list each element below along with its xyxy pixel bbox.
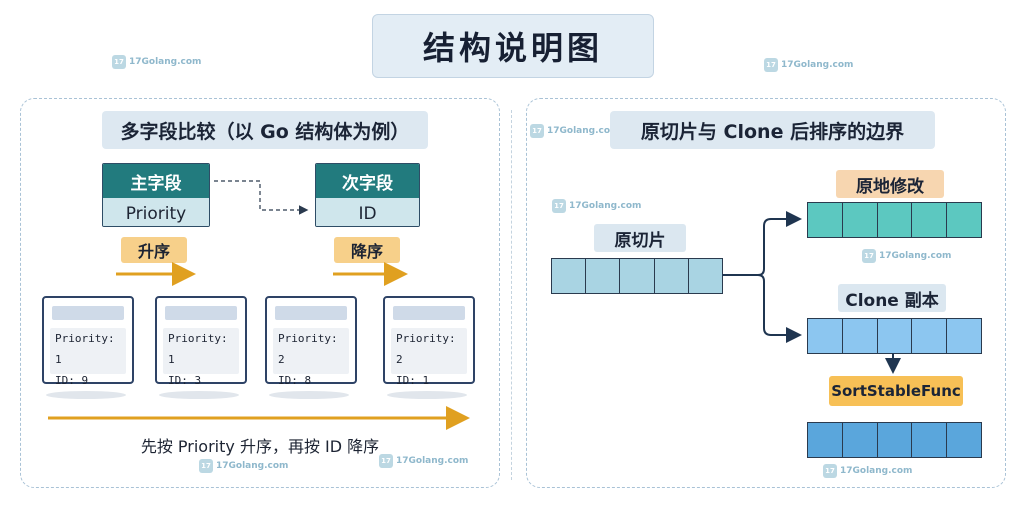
struct-card: Priority: 2 ID: 8 [265, 296, 357, 387]
card-shadow [159, 391, 239, 399]
card-header-bar [393, 306, 465, 320]
slice-cell [808, 319, 843, 353]
left-panel [20, 98, 500, 488]
card-id: ID: 3 [168, 374, 202, 387]
slice-cell [843, 319, 878, 353]
field-link-arrow [214, 180, 309, 215]
card-shadow [387, 391, 467, 399]
slice-cell [808, 423, 843, 457]
slice-cell [808, 203, 843, 237]
card-id: ID: 9 [55, 374, 89, 387]
struct-card: Priority: 1 ID: 3 [155, 296, 247, 387]
card-header-bar [165, 306, 237, 320]
primary-order-tag: 升序 [121, 237, 187, 263]
card-priority: Priority: 2 [278, 332, 338, 366]
secondary-order-tag: 降序 [334, 237, 400, 263]
slice-cell [912, 423, 948, 457]
slice-cell [843, 423, 878, 457]
card-info: Priority: 2 ID: 1 [391, 328, 467, 387]
panel-divider [511, 110, 512, 480]
watermark-logo-icon: 17 [530, 124, 544, 138]
slice-cell [878, 203, 913, 237]
slice-cell [878, 319, 913, 353]
card-priority: Priority: 2 [396, 332, 456, 366]
secondary-field-box: 次字段 ID [315, 163, 420, 227]
watermark-logo-icon: 17 [764, 58, 778, 72]
secondary-field-value: ID [316, 198, 419, 226]
slice-cell [552, 259, 587, 293]
watermark-logo-icon: 17 [823, 464, 837, 478]
card-shadow [269, 391, 349, 399]
card-header-bar [52, 306, 124, 320]
right-section-title: 原切片与 Clone 后排序的边界 [610, 111, 935, 149]
primary-field-label: 主字段 [103, 164, 209, 198]
card-info: Priority: 1 ID: 3 [163, 328, 239, 387]
card-header-bar [275, 306, 347, 320]
slice-cell [912, 203, 948, 237]
primary-field-value: Priority [103, 198, 209, 226]
sort-caption: 先按 Priority 升序，再按 ID 降序 [140, 437, 380, 456]
slice-cell [620, 259, 655, 293]
primary-field-box: 主字段 Priority [102, 163, 210, 227]
card-info: Priority: 2 ID: 8 [273, 328, 349, 387]
slice-cell [878, 423, 913, 457]
left-section-title: 多字段比较（以 Go 结构体为例） [102, 111, 428, 149]
secondary-field-label: 次字段 [316, 164, 419, 198]
clone-array [807, 318, 982, 354]
sort-func-label: SortStableFunc [829, 376, 963, 406]
struct-card: Priority: 2 ID: 1 [383, 296, 475, 387]
clone-label: Clone 副本 [838, 284, 946, 312]
watermark-logo-icon: 17 [112, 55, 126, 69]
watermark-logo-icon: 17 [199, 459, 213, 473]
inplace-label: 原地修改 [836, 170, 944, 198]
card-info: Priority: 1 ID: 9 [50, 328, 126, 387]
branch-clone-arrow [757, 274, 802, 343]
card-id: ID: 1 [396, 374, 430, 387]
inplace-array [807, 202, 982, 238]
diagram-title: 结构说明图 [372, 14, 654, 78]
branch-inplace-arrow [722, 211, 802, 276]
watermark-logo-icon: 17 [379, 454, 393, 468]
slice-cell [912, 319, 948, 353]
watermark-logo-icon: 17 [862, 249, 876, 263]
slice-cell [586, 259, 621, 293]
slice-cell [655, 259, 689, 293]
card-shadow [46, 391, 126, 399]
source-slice-array [551, 258, 723, 294]
card-priority: Priority: 1 [55, 332, 115, 366]
right-panel [526, 98, 1006, 488]
sorted-array [807, 422, 982, 458]
slice-cell [843, 203, 878, 237]
watermark-logo-icon: 17 [552, 199, 566, 213]
struct-card: Priority: 1 ID: 9 [42, 296, 134, 387]
card-priority: Priority: 1 [168, 332, 228, 366]
source-slice-label: 原切片 [594, 224, 686, 252]
card-id: ID: 8 [278, 374, 312, 387]
